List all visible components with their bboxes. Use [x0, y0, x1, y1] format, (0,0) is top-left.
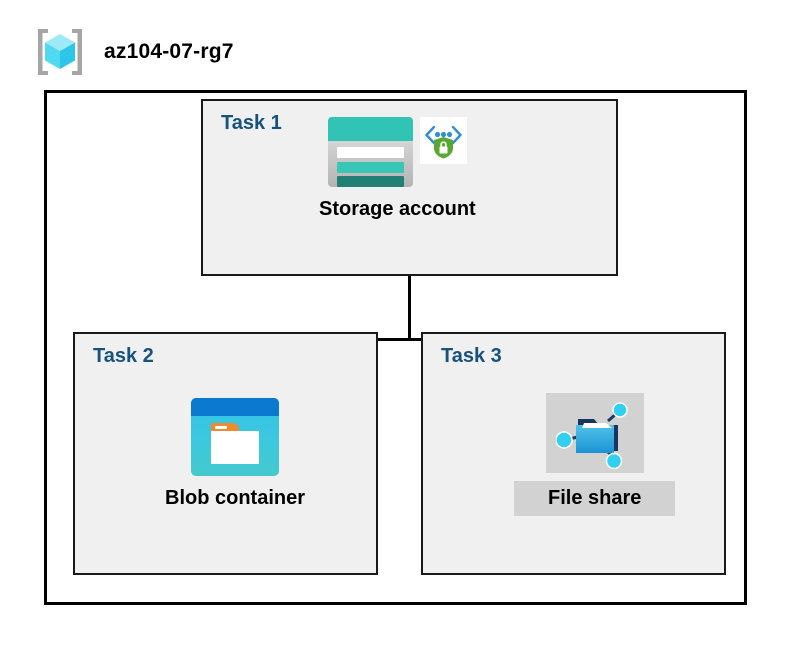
file-share-icon — [554, 399, 634, 470]
resource-group-container: Task 1 — [44, 90, 747, 605]
connector-horizontal — [235, 338, 598, 341]
connector-stem — [408, 276, 411, 341]
task-2-box[interactable]: Task 2 Blob container — [73, 332, 378, 575]
task-3-box[interactable]: Task 3 — [421, 332, 726, 575]
resource-group-header: az104-07-rg7 — [32, 26, 234, 78]
task-1-label: Task 1 — [221, 112, 282, 134]
resource-group-icon — [32, 26, 88, 78]
file-share-caption: File share — [514, 481, 676, 516]
storage-account-icon — [327, 117, 413, 187]
task-1-box[interactable]: Task 1 — [201, 99, 618, 276]
blob-container-icon — [191, 398, 279, 476]
storage-account-node[interactable]: Storage account — [307, 117, 488, 224]
storage-account-caption: Storage account — [319, 198, 476, 220]
blob-container-caption: Blob container — [165, 487, 306, 509]
file-share-icon-frame — [545, 393, 644, 473]
task-3-label: Task 3 — [441, 345, 502, 367]
task-2-label: Task 2 — [93, 345, 154, 367]
blob-container-node[interactable]: Blob container — [153, 398, 317, 513]
secure-code-shield-icon — [419, 117, 467, 164]
file-share-node[interactable]: File share — [514, 393, 676, 516]
storage-icon-group — [327, 117, 467, 187]
resource-group-title: az104-07-rg7 — [104, 40, 234, 63]
